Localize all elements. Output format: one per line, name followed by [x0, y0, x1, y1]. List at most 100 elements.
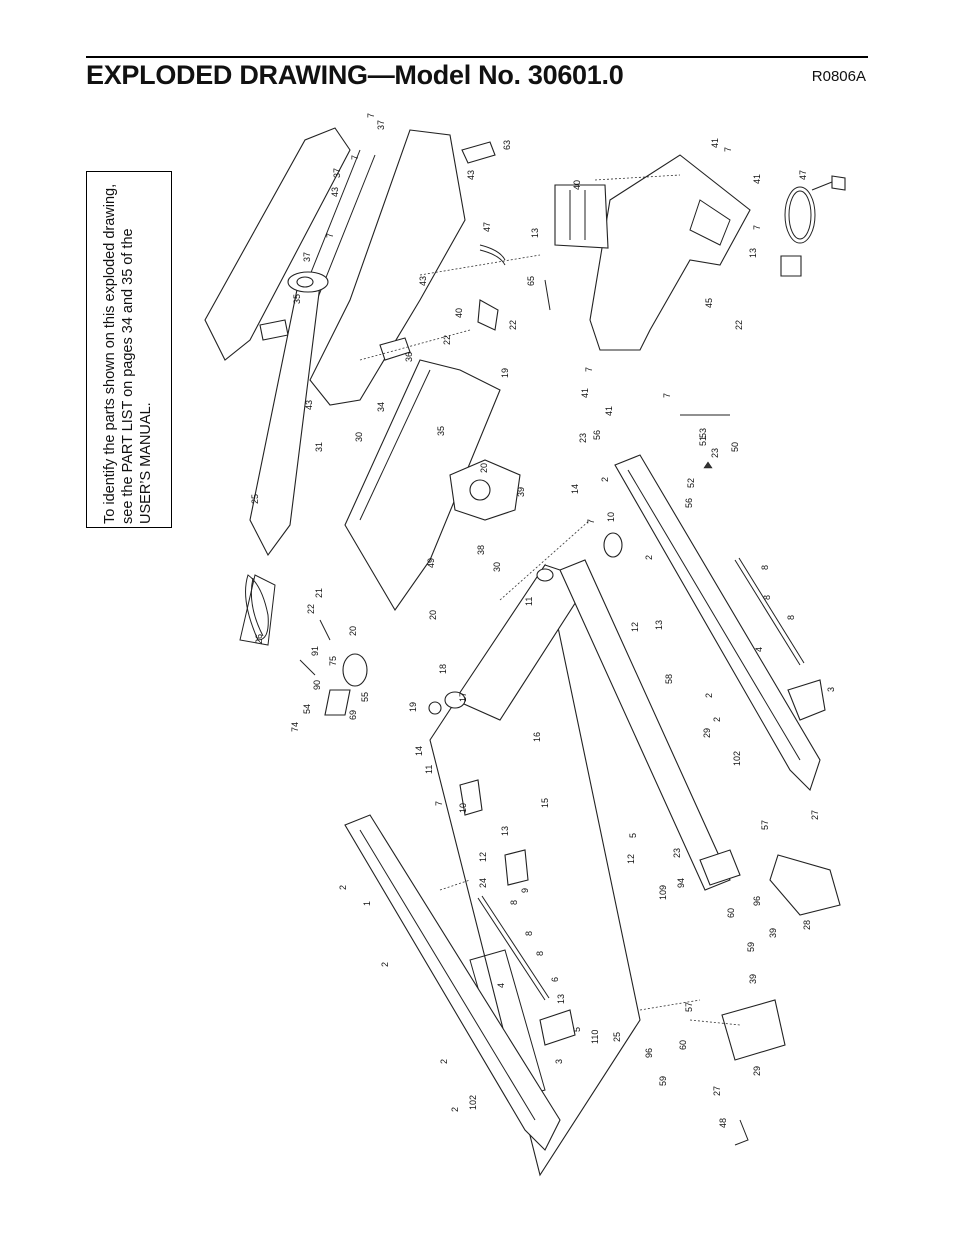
callout-label: 23 — [672, 848, 682, 858]
callout-label: 63 — [502, 140, 512, 150]
callout-label: 58 — [664, 674, 674, 684]
callout-label: 30 — [492, 562, 502, 572]
callout-label: 13 — [748, 248, 758, 258]
callout-label: 69 — [348, 710, 358, 720]
callout-label: 8 — [786, 615, 796, 620]
rollers — [428, 532, 741, 886]
callout-label: 5 — [572, 1027, 582, 1032]
callout-label: 57 — [760, 820, 770, 830]
callout-label: 8 — [524, 931, 534, 936]
callout-label: 21 — [314, 588, 324, 598]
callout-label: 17 — [458, 692, 468, 702]
callout-label: 24 — [478, 878, 488, 888]
callout-label: 4 — [754, 647, 764, 652]
callout-label: 41 — [710, 138, 720, 148]
callout-label: 36 — [404, 352, 414, 362]
callout-label: 19 — [500, 368, 510, 378]
callout-label: 11 — [524, 597, 534, 606]
callout-label: 11 — [424, 765, 434, 774]
callout-label: 109 — [658, 885, 668, 900]
small-parts — [477, 244, 749, 1146]
callout-label: 2 — [704, 693, 714, 698]
motor — [449, 459, 521, 521]
callout-label: 2 — [380, 962, 390, 967]
callout-label: 39 — [768, 928, 778, 938]
motor-mount — [239, 271, 501, 646]
callout-label: 23 — [710, 448, 720, 458]
callout-label: 27 — [810, 810, 820, 820]
callout-label: 3 — [554, 1059, 564, 1064]
callout-label: 43 — [466, 170, 476, 180]
callout-label: 13 — [530, 228, 540, 238]
callout-label: 29 — [752, 1066, 762, 1076]
callout-label: 13 — [654, 620, 664, 630]
side-rail-left — [344, 814, 561, 1151]
callout-label: 1 — [362, 901, 372, 906]
callout-label: 48 — [718, 1118, 728, 1128]
callout-label: 35 — [292, 294, 302, 304]
callout-label: 8 — [762, 595, 772, 600]
callout-label: 2 — [338, 885, 348, 890]
callout-label: 55 — [360, 692, 370, 702]
callout-label: 39 — [516, 487, 526, 497]
callout-label: 18 — [438, 664, 448, 674]
callout-label: 37 — [332, 168, 342, 178]
callout-label: 35 — [436, 426, 446, 436]
callout-label: 8 — [509, 900, 519, 905]
callout-label: 26 — [254, 634, 264, 644]
callout-label: 52 — [686, 478, 696, 488]
callout-label: 7 — [584, 367, 594, 372]
callout-label: 7 — [586, 519, 596, 524]
dashed-guides — [359, 174, 741, 1026]
callout-label: 40 — [572, 180, 582, 190]
callout-label: 38 — [476, 545, 486, 555]
callout-label: 9 — [520, 888, 530, 893]
callout-label: 27 — [712, 1086, 722, 1096]
callout-label: 49 — [426, 558, 436, 568]
note-box — [86, 171, 172, 528]
callout-label: 23 — [578, 433, 588, 443]
callout-label: 2 — [439, 1059, 449, 1064]
callout-label: 2 — [644, 555, 654, 560]
callout-label: 13 — [500, 826, 510, 836]
callout-label: 6 — [550, 977, 560, 982]
callout-label: 90 — [312, 680, 322, 690]
side-rail-right — [614, 454, 821, 792]
callout-label: 5 — [628, 833, 638, 838]
callout-label: 20 — [428, 610, 438, 620]
callout-label: 37 — [376, 120, 386, 130]
frame — [429, 559, 731, 1177]
callout-label: 8 — [535, 951, 545, 956]
callout-label: 102 — [732, 751, 742, 766]
callout-label: 43 — [304, 400, 314, 410]
callout-label: 43 — [330, 187, 340, 197]
callout-label: 2 — [712, 717, 722, 722]
callout-label: 65 — [526, 276, 536, 286]
belt-drive — [245, 574, 368, 716]
callout-label: 7 — [723, 147, 733, 152]
controller-box — [554, 154, 751, 351]
callout-label: 25 — [612, 1032, 622, 1042]
callout-label: 7 — [350, 155, 360, 160]
callout-label: 39 — [748, 974, 758, 984]
power-cord — [780, 175, 846, 277]
callout-label: 59 — [658, 1076, 668, 1086]
callout-label: 7 — [325, 233, 335, 238]
drawing-code: R0806A — [811, 68, 866, 85]
callout-label: 19 — [408, 702, 418, 712]
callout-label: 16 — [532, 732, 542, 742]
callout-label: 75 — [328, 656, 338, 666]
callout-label: 29 — [702, 728, 712, 738]
callout-label: 25 — [250, 494, 260, 504]
callout-label: 41 — [580, 388, 590, 398]
callout-label: 4 — [496, 983, 506, 988]
callout-label: 47 — [482, 222, 492, 232]
callout-label: 10 — [458, 803, 468, 813]
callout-label: 96 — [752, 896, 762, 906]
racks — [477, 557, 805, 1001]
callout-label: 12 — [626, 854, 636, 864]
callout-label: 7 — [662, 393, 672, 398]
callout-label: 7 — [366, 113, 376, 118]
callout-label: 20 — [348, 626, 358, 636]
header-rule — [86, 56, 868, 58]
